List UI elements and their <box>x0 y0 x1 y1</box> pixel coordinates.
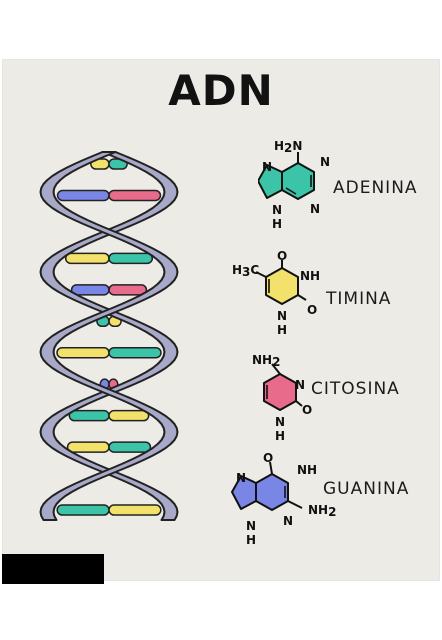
helix-strands <box>39 151 179 521</box>
helix-strand-b <box>39 151 179 521</box>
adenine-molecule-icon: H2N N N N N H <box>258 140 330 231</box>
adenine-five-ring <box>258 164 283 199</box>
adenine-six-ring <box>281 162 315 200</box>
poster-background <box>2 59 440 581</box>
rung-cytosine-half <box>108 284 148 296</box>
rung-thymine-half <box>108 504 162 516</box>
guanine-molecule-icon: O NH N N NH2 N H <box>231 451 336 547</box>
rung-guanine-half <box>56 189 110 202</box>
rung-adenine-half <box>68 409 110 422</box>
svg-text:NH: NH <box>297 463 317 477</box>
rung-thymine-half <box>56 346 110 359</box>
svg-text:O: O <box>277 250 287 263</box>
page-title: ADN <box>168 66 274 115</box>
svg-text:N: N <box>310 202 320 216</box>
thymine-molecule-icon: H3C O NH O N H <box>232 250 320 337</box>
rung-adenine-half <box>56 504 110 516</box>
rung-thymine-half <box>64 252 110 265</box>
svg-text:O: O <box>263 451 273 465</box>
rung-adenine-half <box>108 346 162 359</box>
redaction-box <box>2 554 104 584</box>
svg-text:N: N <box>277 309 287 323</box>
svg-text:NH2: NH2 <box>252 353 280 369</box>
rung-guanine-half <box>70 284 110 296</box>
svg-text:H: H <box>272 217 282 231</box>
rung-thymine-half <box>108 409 150 422</box>
svg-text:N: N <box>236 471 246 485</box>
svg-text:H: H <box>277 323 287 337</box>
svg-text:N: N <box>275 415 285 429</box>
svg-text:H2N: H2N <box>274 140 302 155</box>
svg-text:H: H <box>246 533 256 547</box>
svg-text:H3C: H3C <box>232 263 259 279</box>
svg-text:NH2: NH2 <box>308 503 336 519</box>
rung-thymine-half <box>66 441 110 453</box>
svg-text:O: O <box>302 403 312 417</box>
base-label-guanina: GUANINA <box>323 479 410 499</box>
svg-text:N: N <box>320 155 330 169</box>
guanine-six-ring <box>255 473 289 511</box>
helix-strand-a <box>39 151 179 521</box>
svg-text:H: H <box>275 429 285 443</box>
svg-text:N: N <box>246 519 256 533</box>
rung-adenine-half <box>108 441 152 453</box>
rung-adenine-half <box>108 252 154 265</box>
base-label-timina: TIMINA <box>326 289 392 309</box>
cytosine-ring <box>263 373 297 411</box>
base-pair-rungs <box>56 158 162 516</box>
svg-text:NH: NH <box>300 269 320 283</box>
svg-text:N: N <box>283 514 293 528</box>
guanine-five-ring <box>231 475 257 510</box>
svg-text:N: N <box>272 203 282 217</box>
rung-cytosine-half <box>108 189 162 202</box>
svg-text:N: N <box>262 160 272 174</box>
thymine-ring <box>265 267 299 305</box>
base-label-citosina: CITOSINA <box>311 379 400 399</box>
base-label-adenina: ADENINA <box>333 178 418 198</box>
cytosine-molecule-icon: NH2 N O N H <box>252 353 312 443</box>
dna-double-helix <box>39 151 179 521</box>
svg-text:O: O <box>307 303 317 317</box>
svg-text:N: N <box>295 378 305 392</box>
